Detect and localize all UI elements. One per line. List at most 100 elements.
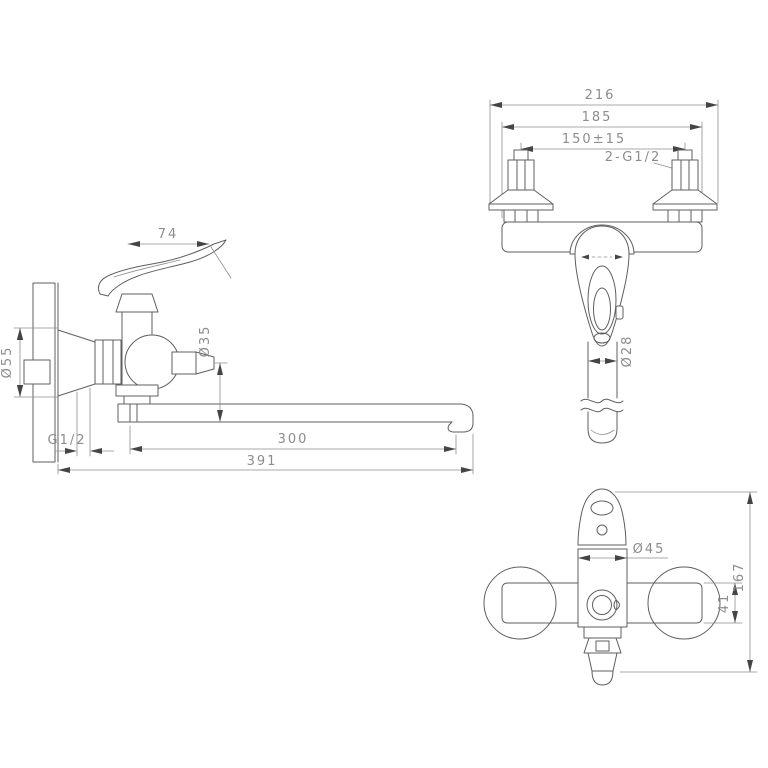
connector-nut (671, 159, 699, 191)
handle-detail-line (113, 259, 181, 278)
arrowhead (58, 467, 70, 473)
arrowhead (65, 448, 77, 454)
dim-handle-length: 74 (158, 227, 179, 242)
spout-nut (587, 652, 618, 672)
arrowhead (673, 146, 685, 152)
dim-overall-width: 216 (585, 88, 616, 103)
spout (117, 403, 474, 433)
arrowhead (217, 363, 223, 375)
handle-top-dot (596, 524, 608, 536)
nut-facets (516, 159, 526, 191)
nut-facets (514, 209, 528, 223)
nut-facets (678, 209, 692, 223)
spout-joint-rings (129, 403, 138, 423)
spout-pipe (587, 341, 618, 399)
handle-top (577, 488, 627, 546)
side-view: Ø55 74 Ø35 (0, 227, 474, 475)
extension-line (489, 99, 719, 219)
extension-line (210, 246, 232, 279)
body-ball-joint (124, 334, 180, 390)
spout-pipe-lower (587, 411, 618, 430)
spout-pipe-end (587, 428, 618, 444)
collar-nut (667, 209, 703, 223)
arrowhead (615, 555, 627, 561)
dim-body-depth: 41 (717, 593, 732, 614)
indicator-arrow (615, 254, 623, 260)
wall-flange (57, 329, 96, 397)
spout-collar (583, 626, 622, 639)
diverter-knob-inner (592, 595, 612, 615)
handle-top-oval (590, 500, 614, 516)
connector-nut (507, 159, 535, 191)
dim-overall-length: 391 (247, 454, 278, 469)
collar-nut (503, 209, 539, 223)
arrowhead (130, 446, 142, 452)
nut-facets (680, 159, 690, 191)
thread-stub (513, 149, 529, 161)
supply-nut (23, 359, 51, 385)
dimension-line (614, 491, 758, 673)
dim-inlet-thread: G1/2 (48, 433, 87, 448)
dimension-line (129, 425, 457, 455)
arrowhead (690, 124, 702, 130)
arrowhead (444, 446, 456, 452)
arrowhead (197, 241, 209, 247)
knob-pointer (613, 599, 620, 611)
diverter-knob (586, 589, 618, 621)
arrowhead (90, 448, 102, 454)
arrowhead (706, 102, 718, 108)
arrowhead (732, 583, 738, 595)
body-tube (507, 582, 697, 624)
handle-tip-cap (593, 332, 611, 344)
arrowhead (217, 410, 223, 422)
handle-inner-oval (593, 287, 611, 331)
dim-top-body-diameter: Ø45 (633, 542, 666, 557)
arrowhead (502, 124, 514, 130)
handle-side-tab (615, 305, 624, 320)
arrowhead (128, 241, 140, 247)
indicator-arrow (581, 254, 589, 260)
arrowhead (588, 358, 600, 364)
spout-tab (595, 640, 610, 652)
dim-body-width: 185 (582, 110, 613, 125)
eccentric-connector-right (652, 149, 718, 223)
wall-escutcheon (652, 189, 718, 211)
tube-end-right (695, 582, 703, 624)
dim-spout-diameter: Ø28 (620, 335, 635, 368)
tube-end-left (501, 582, 509, 624)
dim-connection-centers: 150±15 (562, 132, 626, 147)
hex-nut-facets (102, 339, 114, 385)
extension-line (13, 327, 59, 398)
lever-handle (97, 239, 227, 297)
arrowhead (747, 660, 753, 672)
dimension-line (57, 433, 474, 475)
cartridge-cap (115, 293, 159, 313)
eccentric-connector-left (488, 149, 554, 223)
break-line (580, 407, 624, 413)
arrowhead (732, 611, 738, 623)
dim-overall-height: 167 (732, 562, 747, 593)
arrowhead (490, 102, 502, 108)
arrowhead (578, 555, 590, 561)
top-view: Ø45 41 167 (483, 488, 758, 686)
arrowhead (605, 358, 617, 364)
inlet-hex-nut (94, 339, 122, 385)
break-line (580, 398, 624, 404)
dim-connections-thread: 2-G1/2 (605, 150, 661, 165)
arrowhead (461, 467, 473, 473)
arrowhead (747, 492, 753, 504)
handle-column (577, 548, 628, 628)
wall-escutcheon (488, 189, 554, 211)
front-view: 216 185 150±15 2-G1/2 (488, 88, 719, 444)
flange-circle-left (483, 566, 557, 640)
handle-front (574, 225, 630, 347)
spout-end-detail (590, 429, 615, 435)
dim-flange-diameter: Ø55 (0, 346, 15, 379)
spout-cap (591, 670, 614, 686)
dim-body-diameter: Ø35 (198, 325, 213, 358)
spout-elbow (115, 384, 159, 397)
thread-stub (677, 149, 693, 161)
handle-ring (587, 265, 617, 335)
